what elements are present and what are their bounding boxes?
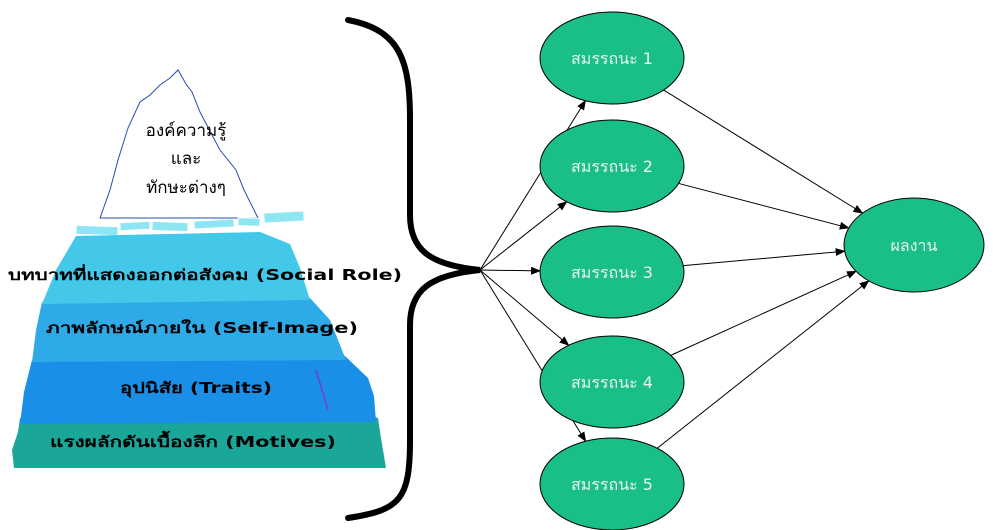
tip-line-1: องค์ความรู้ (146, 121, 227, 141)
outcome-label: ผลงาน (891, 236, 938, 255)
layer-label-motives: แรงผลักดันเบื้องลึก (Motives) (50, 430, 336, 451)
competency-node-5 (539, 437, 685, 530)
tip-line-2: และ (171, 149, 202, 169)
waterline-ice-chunk (151, 220, 189, 233)
competency-label-4: สมรรถนะ 4 (571, 373, 653, 392)
iceberg-layer-self-image-shape (32, 298, 346, 362)
layer-label-self-image: ภาพลักษณ์ภายใน (Self-Image) (46, 319, 358, 337)
waterline-ice-chunk (263, 210, 305, 224)
waterline-ice-chunk (119, 220, 151, 232)
competency-label-5: สมรรถนะ 5 (571, 475, 653, 494)
waterline-ice-chunk (193, 218, 235, 230)
arrow-to-competency-1 (479, 99, 586, 271)
iceberg-tip (99, 69, 259, 219)
tip-line-3: ทักษะต่างๆ (146, 178, 226, 198)
arrow-competency-3-to-outcome (683, 248, 846, 267)
waterline-ice-chunk (237, 217, 261, 227)
crack-line (315, 369, 329, 411)
competency-node-4 (539, 335, 685, 429)
competency-node-2 (539, 119, 685, 213)
arrow-to-competency-3 (479, 266, 542, 275)
arrow-competency-1-to-outcome (663, 89, 864, 214)
outcome-node (843, 197, 985, 293)
arrow-competency-4-to-outcome (670, 270, 857, 356)
arrow-competency-5-to-outcome (656, 280, 870, 449)
iceberg-layer-social-role-shape (42, 232, 310, 304)
waterline-ice-chunk (75, 224, 119, 237)
competency-label-3: สมรรถนะ 3 (571, 263, 653, 282)
competency-nodes: สมรรถนะ 1 สมรรถนะ 2 สมรรถนะ 3 สมรรถนะ 4 สมรร… (539, 11, 685, 530)
layer-label-social-role: บทบาทที่แสดงออกต่อสังคม (Social Role) (8, 264, 402, 284)
competency-node-1 (539, 11, 685, 105)
iceberg-layer-traits-shape (20, 356, 376, 424)
waterline (75, 210, 305, 237)
iceberg-layer-motives-shape (12, 412, 386, 468)
competency-label-1: สมรรถนะ 1 (571, 49, 653, 68)
arrow-to-competency-2 (479, 201, 568, 271)
competency-node-3 (539, 225, 685, 319)
arrow-competency-2-to-outcome (678, 182, 850, 230)
layer-label-traits: อุปนิสัย (Traits) (120, 379, 272, 398)
arrow-to-competency-4 (479, 269, 570, 346)
competency-label-2: สมรรถนะ 2 (571, 157, 653, 176)
curly-brace (345, 17, 481, 521)
